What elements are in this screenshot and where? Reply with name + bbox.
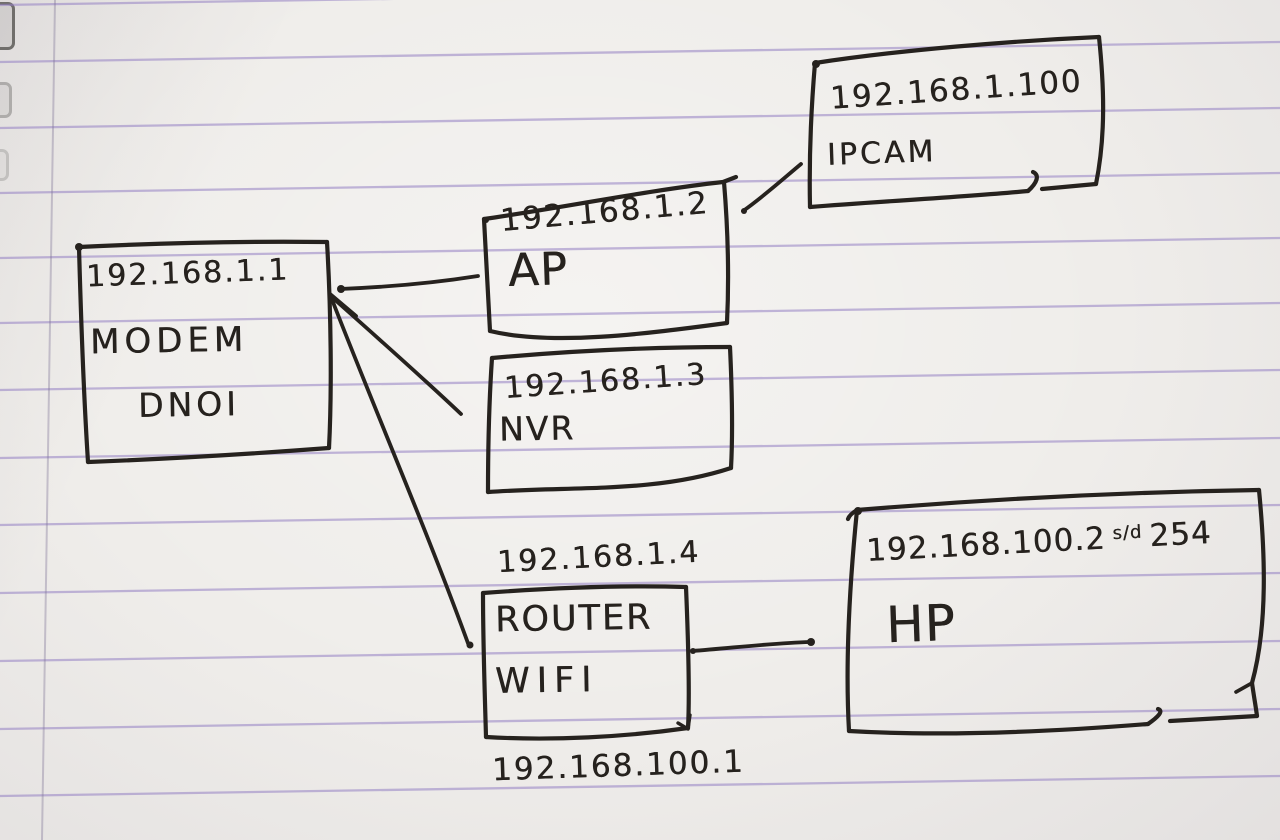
ipcam-name-label: IPCAM [826, 134, 937, 173]
router-subtitle-label: WIFI [494, 660, 599, 702]
binding-hole [0, 2, 15, 50]
connector-router-hp [690, 638, 815, 654]
modem-subtitle-label: DNOI [137, 384, 241, 425]
ap-name-label: AP [507, 241, 569, 298]
hp-name-label: HP [885, 593, 957, 655]
binding-hole [0, 149, 9, 181]
router-lan-ip-label: 192.168.100.1 [491, 743, 746, 789]
router-name-label: ROUTER [494, 597, 653, 641]
ap-box-outline [481, 174, 739, 341]
margin-line [41, 0, 56, 840]
connector-modem-ap [337, 274, 480, 293]
modem-ip-label: 192.168.1.1 [85, 252, 290, 295]
nvr-box-outline [485, 344, 735, 495]
modem-name-label: MODEM [89, 319, 249, 363]
router-box-outline [480, 584, 692, 741]
modem-box-outline [75, 239, 333, 465]
nvr-name-label: NVR [498, 408, 576, 449]
connector-ap-ipcam [741, 162, 803, 214]
ipcam-box-outline [807, 34, 1106, 210]
hp-ip-range-end: 254 [1148, 514, 1213, 555]
binding-hole [0, 82, 12, 118]
hp-box-outline [845, 487, 1266, 736]
hp-ip-range-separator: s/d [1111, 521, 1143, 545]
connector-modem-router [328, 292, 474, 649]
ruled-lines [0, 0, 1280, 798]
